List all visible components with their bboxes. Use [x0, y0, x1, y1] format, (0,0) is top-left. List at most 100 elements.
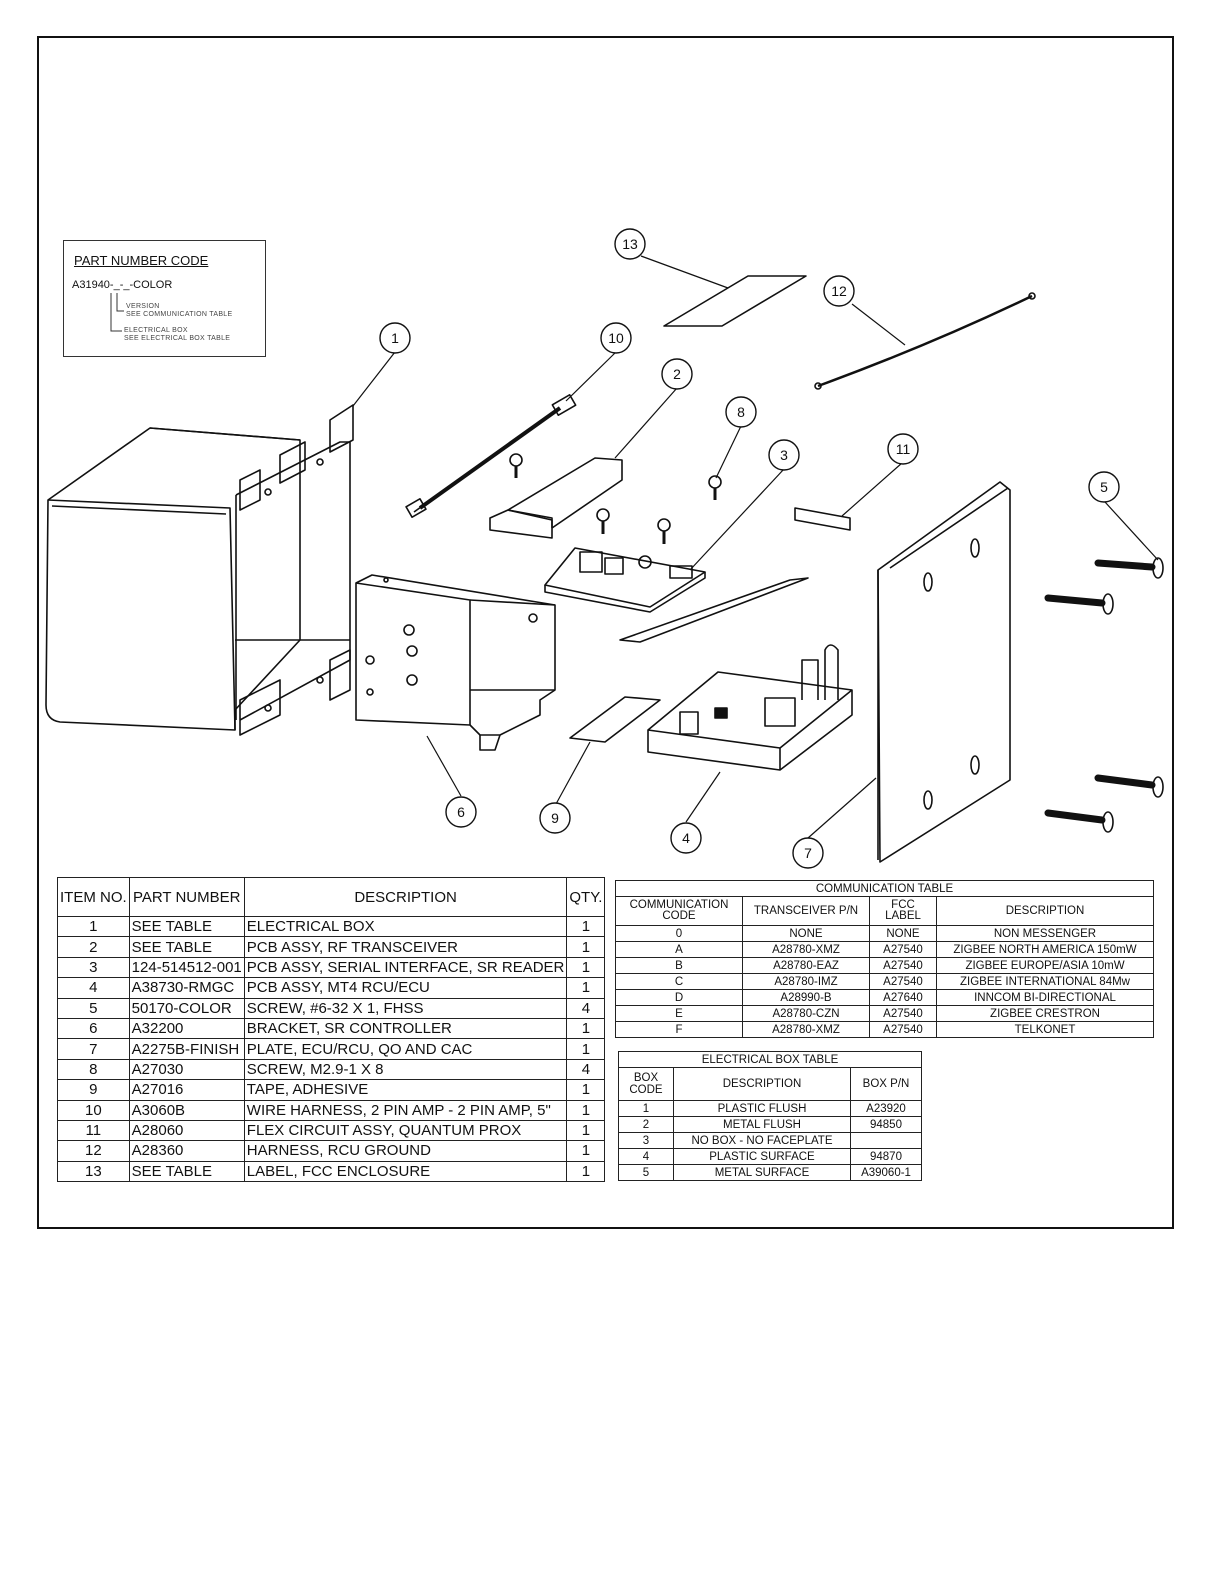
- callout-12-balloon: [823, 275, 855, 307]
- callout-4-balloon: [670, 822, 702, 854]
- callout-12-label: 12: [831, 283, 847, 299]
- callout-13-label: 13: [622, 236, 638, 252]
- bom-row-item: 13: [57, 1160, 130, 1183]
- communication-row-desc: TELKONET: [936, 1021, 1154, 1038]
- bom-row-desc: BRACKET, SR CONTROLLER: [243, 1017, 568, 1040]
- bom-row-desc: HARNESS, RCU GROUND: [243, 1140, 568, 1162]
- callout-9-balloon: [539, 802, 571, 834]
- electrical-box-row-code: 1: [618, 1100, 674, 1117]
- bom-row-item: 3: [57, 956, 130, 979]
- fcc-label-part: [663, 275, 807, 327]
- bom-header-part-number: PART NUMBER: [128, 877, 245, 917]
- communication-row-fcc: A27540: [869, 973, 937, 990]
- bom-row-item: 9: [57, 1079, 130, 1101]
- communication-row-code: D: [615, 989, 743, 1006]
- bom-row-qty: 1: [566, 936, 606, 958]
- communication-row-pn: A28780-XMZ: [742, 1021, 870, 1038]
- bom-row-part: A32200: [128, 1017, 245, 1040]
- electrical-box-part: [45, 404, 354, 736]
- bom-row-part: A2275B-FINISH: [128, 1038, 245, 1060]
- communication-row-fcc: A27640: [869, 989, 937, 1006]
- bom-row-item: 11: [57, 1119, 130, 1142]
- bom-row-desc: LABEL, FCC ENCLOSURE: [243, 1160, 568, 1183]
- callout-9-label: 9: [551, 810, 559, 826]
- bom-row-part: 124-514512-001: [128, 956, 245, 979]
- communication-row-pn: A28780-XMZ: [742, 941, 870, 958]
- rf-transceiver-part: [489, 457, 623, 539]
- bom-row-part: 50170-COLOR: [128, 997, 245, 1019]
- communication-row-code: B: [615, 957, 743, 974]
- bom-row-qty: 1: [566, 1038, 606, 1060]
- mt4-pcb-part: [647, 644, 853, 771]
- bom-row-item: 10: [57, 1099, 130, 1121]
- bom-row-part: A38730-RMGC: [128, 977, 245, 999]
- ground-harness-part: [814, 292, 1036, 390]
- callout-11-balloon: [887, 433, 919, 465]
- communication-row-pn: A28780-IMZ: [742, 973, 870, 990]
- communication-row-desc: ZIGBEE INTERNATIONAL 84Mw: [936, 973, 1154, 990]
- bom-row-item: 1: [57, 915, 130, 938]
- bom-header-description: DESCRIPTION: [243, 877, 568, 917]
- bom-row-part: A3060B: [128, 1099, 245, 1121]
- callout-5-label: 5: [1100, 479, 1108, 495]
- callout-10-label: 10: [608, 330, 624, 346]
- communication-row-code: E: [615, 1005, 743, 1022]
- bracket-part: [355, 574, 556, 751]
- callout-7-balloon: [792, 837, 824, 869]
- box-header-description: DESCRIPTION: [673, 1067, 851, 1101]
- bom-row-item: 8: [57, 1058, 130, 1081]
- callout-8-balloon: [725, 396, 757, 428]
- electrical-box-row-desc: PLASTIC FLUSH: [673, 1100, 851, 1117]
- bom-row-item: 12: [57, 1140, 130, 1162]
- callout-6-label: 6: [457, 804, 465, 820]
- bom-header-qty: QTY.: [566, 877, 606, 917]
- bom-row-desc: SCREW, #6-32 X 1, FHSS: [243, 997, 568, 1019]
- small-screws: [509, 453, 722, 544]
- callout-2-label: 2: [673, 366, 681, 382]
- communication-row-fcc: A27540: [869, 1021, 937, 1038]
- communication-row-pn: A28780-CZN: [742, 1005, 870, 1022]
- communication-row-pn: A28780-EAZ: [742, 957, 870, 974]
- bom-row-qty: 1: [566, 1119, 606, 1142]
- communication-row-pn: NONE: [742, 925, 870, 942]
- electrical-box-row-desc: METAL FLUSH: [673, 1116, 851, 1133]
- electrical-box-row-pn: 94870: [850, 1148, 922, 1165]
- communication-row-desc: ZIGBEE CRESTRON: [936, 1005, 1154, 1022]
- communication-row-fcc: A27540: [869, 1005, 937, 1022]
- bom-row-qty: 1: [566, 1099, 606, 1121]
- bom-row-item: 2: [57, 936, 130, 958]
- callout-7-label: 7: [804, 845, 812, 861]
- callout-1-label: 1: [391, 330, 399, 346]
- bom-row-part: A28060: [128, 1119, 245, 1142]
- communication-row-code: 0: [615, 925, 743, 942]
- bom-header-item-no: ITEM NO.: [57, 877, 130, 917]
- electrical-box-row-code: 2: [618, 1116, 674, 1133]
- callout-13-balloon: [614, 228, 646, 260]
- bom-row-part: A27016: [128, 1079, 245, 1101]
- communication-row-fcc: A27540: [869, 957, 937, 974]
- bom-row-qty: 4: [566, 997, 606, 1019]
- electrical-box-row-code: 5: [618, 1164, 674, 1181]
- callout-balloons: [379, 228, 1120, 869]
- communication-row-desc: NON MESSENGER: [936, 925, 1154, 942]
- callout-3-label: 3: [780, 447, 788, 463]
